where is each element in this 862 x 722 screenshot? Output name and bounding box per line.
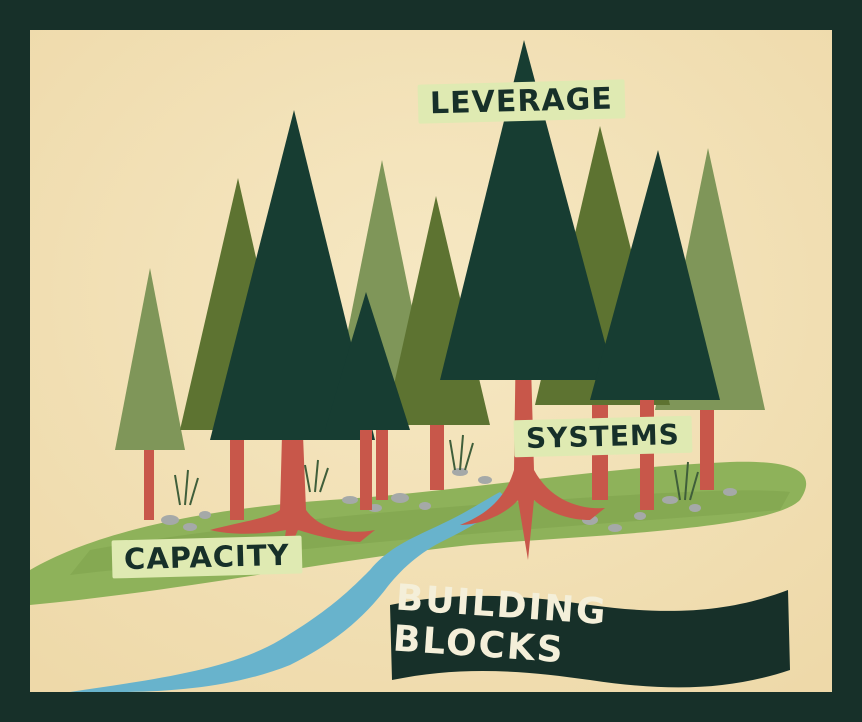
label-capacity: CAPACITY <box>111 535 303 579</box>
grass-tufts <box>174 434 699 506</box>
pine-tree-sage-1 <box>115 268 185 520</box>
forest-scene <box>30 30 832 692</box>
label-systems: SYSTEMS <box>513 415 693 458</box>
stream <box>70 492 510 692</box>
pine-tree-dark-1 <box>210 110 375 570</box>
pine-tree-dark-2 <box>325 292 410 510</box>
illustration-canvas: LEVERAGE SYSTEMS CAPACITY BUILDING BLOCK… <box>30 30 832 692</box>
banner-shape <box>390 590 790 688</box>
label-leverage: LEVERAGE <box>417 79 626 124</box>
